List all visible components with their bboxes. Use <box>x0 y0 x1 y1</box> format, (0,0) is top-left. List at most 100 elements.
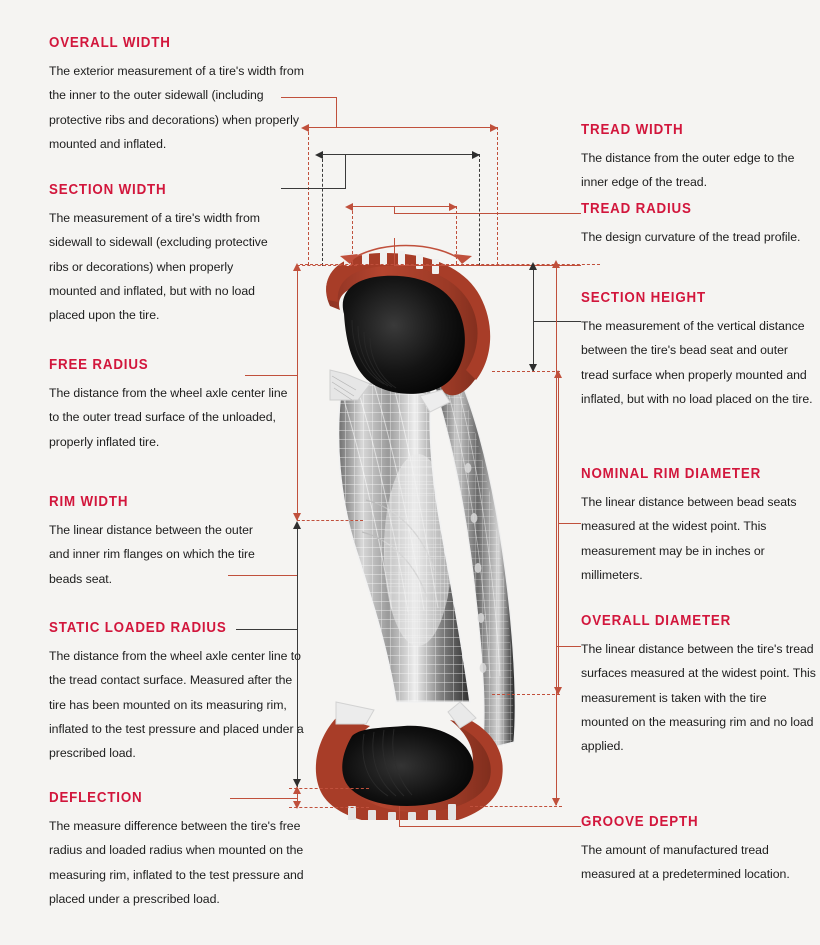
dim-section-height-line <box>533 264 534 372</box>
dim-overall-diameter-line <box>556 265 557 805</box>
dim-nominal-rim-diameter-line <box>558 372 559 695</box>
body-nominal-rim-diameter: The linear distance between bead seats m… <box>581 494 797 582</box>
leader-groove-depth-drop <box>399 806 400 827</box>
leader-tread-radius-rise <box>394 238 395 266</box>
ext-tread-width-right <box>456 206 457 264</box>
heading-free-radius: FREE RADIUS <box>49 357 149 373</box>
leader-tread-width-rise <box>394 207 395 214</box>
dim-tread-width-line <box>353 206 457 207</box>
rim-holes <box>464 463 487 673</box>
body-deflection: The measure difference between the tire'… <box>49 818 304 906</box>
term-block-section-width: SECTION WIDTH The measurement of a tire'… <box>49 182 275 327</box>
leader-section-width <box>281 188 346 189</box>
term-block-nominal-rim-diameter: NOMINAL RIM DIAMETER The linear distance… <box>581 466 816 587</box>
ext-section-width-right <box>479 154 480 266</box>
dim-tread-width-arrow-right <box>449 202 457 211</box>
ext-overall-width-right <box>497 127 498 265</box>
leader-nominal-rim-diameter <box>558 523 581 524</box>
bead-hatching <box>331 375 357 401</box>
term-block-deflection: DEFLECTION The measure difference betwee… <box>49 790 307 911</box>
lower-tire-cross-section <box>315 701 503 820</box>
ref-line-tread-bottom <box>470 806 562 807</box>
heading-nominal-rim-diameter: NOMINAL RIM DIAMETER <box>581 466 762 482</box>
leader-deflection <box>230 798 298 799</box>
heading-section-height: SECTION HEIGHT <box>581 290 706 306</box>
heading-tread-width: TREAD WIDTH <box>581 122 684 138</box>
upper-tire-cross-section <box>326 250 491 413</box>
dim-overall-width-arrow-left <box>301 123 309 132</box>
leader-section-height <box>533 321 581 322</box>
leader-static-loaded-radius <box>236 629 298 630</box>
body-free-radius: The distance from the wheel axle center … <box>49 385 288 449</box>
dim-nominal-rim-arrow-up <box>554 370 562 378</box>
ref-line-deflection-bottom <box>289 807 369 808</box>
term-block-overall-diameter: OVERALL DIAMETER The linear distance bet… <box>581 613 816 758</box>
ref-line-deflection-top <box>289 788 369 789</box>
leader-overall-width <box>281 97 337 98</box>
term-block-section-height: SECTION HEIGHT The measurement of the ve… <box>581 290 816 411</box>
body-tread-radius: The design curvature of the tread profil… <box>581 229 801 244</box>
leader-rim-width <box>228 575 298 576</box>
body-overall-width: The exterior measurement of a tire's wid… <box>49 63 304 151</box>
dim-section-width-arrow-left <box>315 150 323 159</box>
heading-rim-width: RIM WIDTH <box>49 494 129 510</box>
term-block-free-radius: FREE RADIUS The distance from the wheel … <box>49 357 295 454</box>
leader-free-radius <box>245 375 298 376</box>
ext-overall-width-left <box>308 127 309 265</box>
body-rim-width: The linear distance between the outer an… <box>49 522 255 586</box>
leader-overall-width-drop <box>336 97 337 128</box>
term-block-tread-radius: TREAD RADIUS The design curvature of the… <box>581 201 816 249</box>
dim-overall-width-arrow-right <box>490 123 498 132</box>
body-groove-depth: The amount of manufactured tread measure… <box>581 842 790 882</box>
term-block-static-loaded-radius: STATIC LOADED RADIUS The distance from t… <box>49 620 305 765</box>
dim-overall-diameter-arrow-up <box>552 260 560 268</box>
dim-free-radius-arrow-up <box>293 263 301 271</box>
ref-line-tread-top <box>300 264 600 265</box>
ref-line-bead-seat-bottom <box>492 694 560 695</box>
dim-deflection-arrow-down <box>293 801 301 809</box>
heading-tread-radius: TREAD RADIUS <box>581 201 692 217</box>
leader-section-width-rise <box>345 155 346 189</box>
dim-section-width-arrow-right <box>472 150 480 159</box>
inner-liner-plies-bottom <box>362 728 413 797</box>
term-block-rim-width: RIM WIDTH The linear distance between th… <box>49 494 269 591</box>
dim-overall-diameter-arrow-down <box>552 798 560 806</box>
body-overall-diameter: The linear distance between the tire's t… <box>581 641 816 754</box>
dim-deflection-arrow-up <box>293 786 301 794</box>
heading-groove-depth: GROOVE DEPTH <box>581 814 699 830</box>
dim-slr-arrow-down <box>293 779 301 787</box>
leader-overall-diameter <box>556 646 581 647</box>
inner-liner-plies <box>351 319 397 389</box>
leader-tread-width <box>395 213 581 214</box>
dim-section-height-arrow-up <box>529 262 537 270</box>
term-block-tread-width: TREAD WIDTH The distance from the outer … <box>581 122 816 195</box>
term-block-overall-width: OVERALL WIDTH The exterior measurement o… <box>49 35 311 156</box>
ext-section-width-left <box>322 154 323 266</box>
ref-line-free-radius-top <box>297 265 357 266</box>
tire-cutaway-illustration <box>315 250 516 820</box>
dim-section-width-line <box>323 154 480 155</box>
term-block-groove-depth: GROOVE DEPTH The amount of manufactured … <box>581 814 816 887</box>
body-static-loaded-radius: The distance from the wheel axle center … <box>49 648 304 761</box>
heading-overall-width: OVERALL WIDTH <box>49 35 171 51</box>
dim-section-height-arrow-down <box>529 364 537 372</box>
dim-slr-arrow-up <box>293 521 301 529</box>
ext-tread-width-left <box>352 206 353 264</box>
heading-deflection: DEFLECTION <box>49 790 143 806</box>
dim-tread-width-arrow-left <box>345 202 353 211</box>
body-section-height: The measurement of the vertical distance… <box>581 318 813 406</box>
leader-tread-radius <box>395 265 581 266</box>
dim-overall-width-line <box>309 127 498 128</box>
ref-line-axle-centre <box>297 520 363 521</box>
dim-tread-radius-arc <box>340 244 472 264</box>
ref-line-bead-seat-top <box>492 371 560 372</box>
tread-grooves-bottom <box>348 804 456 820</box>
heading-static-loaded-radius: STATIC LOADED RADIUS <box>49 620 227 636</box>
leader-groove-depth <box>399 826 581 827</box>
dim-static-loaded-radius-line <box>297 523 298 787</box>
heading-section-width: SECTION WIDTH <box>49 182 167 198</box>
body-section-width: The measurement of a tire's width from s… <box>49 210 268 323</box>
dim-nominal-rim-arrow-down <box>554 687 562 695</box>
body-tread-width: The distance from the outer edge to the … <box>581 150 795 190</box>
